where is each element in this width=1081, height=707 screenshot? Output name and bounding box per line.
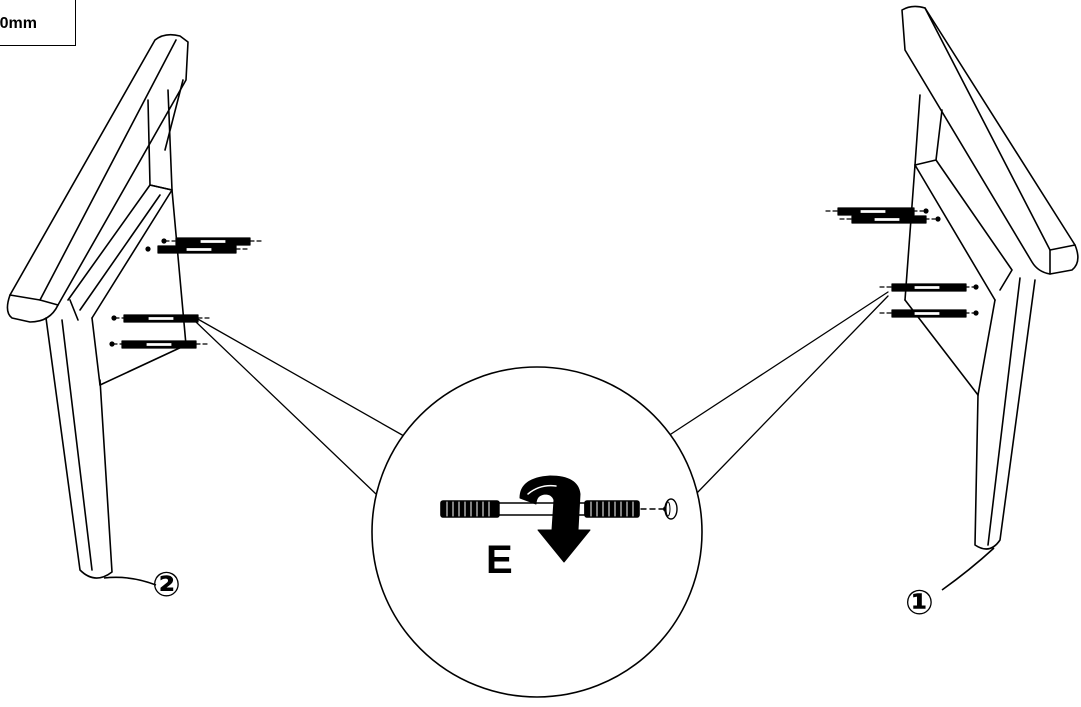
part-label-left-frame: ②: [152, 565, 181, 605]
barrel-nut-icon: [664, 498, 678, 520]
left-upper-bolts: [145, 237, 263, 254]
callout-lines: [195, 291, 889, 495]
right-lower-bolts: [879, 283, 979, 318]
left-side-frame: [6, 33, 189, 579]
size-label: 30mm: [0, 0, 76, 46]
magnified-detail: [371, 366, 703, 698]
left-lower-bolts: [109, 314, 211, 349]
right-side-frame: [901, 5, 1079, 550]
rotate-arrow-icon: [519, 475, 591, 563]
part-label-right-frame: ①: [905, 583, 934, 623]
bolt-thread-right: [584, 500, 640, 518]
right-upper-bolts: [825, 207, 941, 224]
bolt-thread-left: [440, 500, 500, 518]
detail-label: E: [486, 538, 513, 582]
